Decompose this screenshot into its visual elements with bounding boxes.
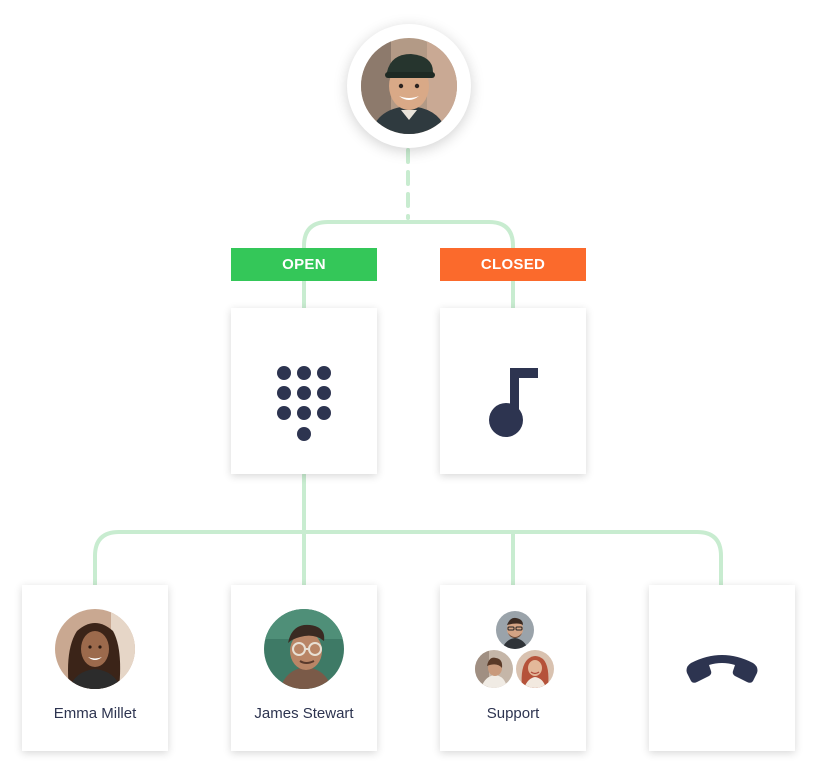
- caller-avatar: [347, 24, 471, 148]
- avatar: [494, 609, 536, 651]
- ivr-menu-card[interactable]: [231, 308, 377, 474]
- support-group-card[interactable]: Support: [440, 585, 586, 751]
- group-name: Support: [486, 705, 540, 722]
- agent-name: Emma Millet: [53, 705, 137, 722]
- avatar: [473, 648, 515, 690]
- branch-connector: [302, 220, 515, 250]
- agent-card-emma[interactable]: Emma Millet: [22, 585, 168, 751]
- hang-up-icon: [683, 653, 761, 690]
- hang-up-card[interactable]: [649, 585, 795, 751]
- dialpad-icon: [275, 364, 333, 447]
- avatar: [514, 648, 556, 690]
- agent-card-james[interactable]: James Stewart: [231, 585, 377, 751]
- agent-name: James Stewart: [254, 705, 354, 722]
- music-note-icon: [488, 366, 540, 443]
- avatar: [264, 609, 344, 689]
- agents-connector: [93, 530, 723, 587]
- open-tag: OPEN: [231, 248, 377, 281]
- hold-music-card[interactable]: [440, 308, 586, 474]
- avatar: [55, 609, 135, 689]
- closed-tag: CLOSED: [440, 248, 586, 281]
- caller-photo: [361, 38, 457, 134]
